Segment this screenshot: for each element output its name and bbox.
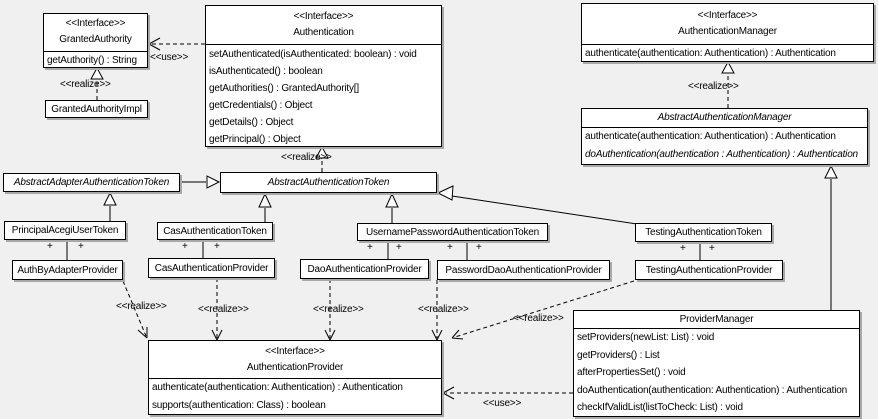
class-abstract-authentication-token[interactable]: AbstractAuthenticationToken (220, 172, 437, 193)
edge-realize-abstractauthenticationmanager (721, 60, 735, 108)
realize-label: <<realize>> (513, 313, 564, 324)
edge-realize-authbyadapterprovider (122, 280, 148, 339)
realize-label: <<realize>> (418, 304, 469, 315)
class-name: AuthByAdapterProvider (17, 264, 118, 276)
method: supports(authentication: Class) : boolea… (152, 400, 326, 411)
plus-mark: + (78, 241, 84, 252)
realize-label: <<realize>> (281, 152, 332, 163)
realize-label: <<realize>> (198, 304, 249, 315)
class-name: AbstractAdapterAuthenticationToken (13, 177, 170, 188)
class-name: TestingAuthenticationProvider (645, 264, 773, 276)
class-authentication-manager[interactable]: <<Interface>> AuthenticationManager auth… (581, 3, 874, 62)
class-name: PasswordDaoAuthenticationProvider (445, 264, 602, 276)
use-label: <<use>> (150, 52, 189, 63)
method: setProviders(newList: List) : void (577, 332, 715, 343)
use-label: <<use>> (483, 398, 522, 409)
class-name: AbstractAuthenticationToken (267, 177, 390, 188)
class-name: GrantedAuthorityImpl (51, 103, 142, 115)
plus-mark: + (182, 241, 188, 252)
class-auth-by-adapter-provider[interactable]: AuthByAdapterProvider (12, 260, 123, 280)
edge-gen-providermanager (824, 164, 838, 310)
method: afterPropertiesSet() : void (577, 367, 686, 379)
plus-mark: + (680, 243, 686, 254)
method: getAuthority() : String (47, 55, 137, 66)
edge-realize-testingprovider (451, 280, 635, 340)
class-name: UsernamePasswordAuthenticationToken (365, 226, 540, 238)
realize-label: <<realize>> (688, 81, 739, 92)
class-name: CasAuthenticationProvider (154, 262, 269, 274)
class-abstract-authentication-manager[interactable]: AbstractAuthenticationManager authentica… (581, 108, 868, 165)
plus-mark: + (396, 242, 402, 253)
method: doAuthentication(authentication : Authen… (585, 149, 858, 160)
edge-realize-passworddaoprovider (431, 280, 443, 341)
class-name: CasAuthenticationToken (163, 225, 267, 237)
class-name: TestingAuthenticationToken (645, 227, 762, 238)
edge-gen-usernamepasswordtoken (385, 192, 399, 223)
plus-mark: + (476, 242, 482, 253)
class-provider-manager[interactable]: ProviderManager setProviders(newList: Li… (573, 310, 860, 417)
plus-mark: + (214, 241, 220, 252)
method: getDetails() : Object (209, 117, 294, 128)
edge-gen-adapter-token (180, 175, 221, 189)
method: checkIfValidList(listToCheck: List) : vo… (577, 402, 743, 414)
method: isAuthenticated() : boolean (209, 66, 323, 77)
edge-use-providermanager (442, 386, 573, 400)
stereotype-label: <<Interface>> (65, 18, 126, 29)
edge-gen-testingauthenticationtoken (436, 185, 638, 225)
class-granted-authority[interactable]: <<Interface>> GrantedAuthority getAuthor… (43, 13, 148, 68)
method: authenticate(authentication: Authenticat… (585, 48, 836, 59)
edge-gen-casauthenticationtoken (258, 192, 272, 222)
edge-use-authentication-grantedauthority (148, 37, 205, 51)
realize-label: <<realize>> (60, 79, 111, 90)
plus-mark: + (47, 241, 53, 252)
plus-mark: + (447, 242, 453, 253)
plus-mark: + (709, 243, 715, 254)
edge-realize-grantedauthorityimpl (90, 66, 104, 100)
class-name: AbstractAuthenticationManager (657, 112, 792, 123)
class-cas-authentication-provider[interactable]: CasAuthenticationProvider (148, 258, 275, 278)
edge-realize-abstractauthenticationtoken (315, 145, 329, 172)
edge-gen-principalacegiusertoken (103, 191, 117, 221)
edge-realize-daoprovider (324, 279, 336, 341)
class-username-password-authentication-token[interactable]: UsernamePasswordAuthenticationToken (357, 223, 548, 241)
stereotype-label: <<Interface>> (697, 10, 758, 21)
class-granted-authority-impl[interactable]: GrantedAuthorityImpl (45, 100, 148, 118)
method: setAuthenticated(isAuthenticated: boolea… (209, 49, 417, 60)
realize-label: <<realize>> (116, 301, 167, 312)
method: getProviders() : List (577, 349, 660, 361)
class-authentication-provider[interactable]: <<Interface>> AuthenticationProvider aut… (148, 340, 442, 415)
class-authentication[interactable]: <<Interface>> Authentication setAuthenti… (205, 5, 442, 147)
method: authenticate(authentication: Authenticat… (585, 131, 836, 142)
class-cas-authentication-token[interactable]: CasAuthenticationToken (157, 222, 273, 240)
class-name: DaoAuthenticationProvider (307, 263, 422, 275)
method: doAuthentication(authentication: Authent… (577, 384, 847, 396)
class-name: ProviderManager (679, 314, 754, 325)
realize-label: <<realize>> (313, 304, 364, 315)
method: authenticate(authentication: Authenticat… (152, 382, 403, 393)
stereotype-label: <<Interface>> (293, 11, 354, 22)
class-testing-authentication-provider[interactable]: TestingAuthenticationProvider (635, 260, 783, 280)
class-name: PrincipalAcegiUserToken (11, 225, 119, 236)
stereotype-label: <<Interface>> (265, 346, 325, 357)
class-dao-authentication-provider[interactable]: DaoAuthenticationProvider (300, 259, 429, 279)
class-principal-acegi-user-token[interactable]: PrincipalAcegiUserToken (4, 221, 126, 240)
plus-mark: + (367, 242, 373, 253)
class-password-dao-authentication-provider[interactable]: PasswordDaoAuthenticationProvider (437, 260, 610, 280)
method: getAuthorities() : GrantedAuthority[] (209, 83, 359, 94)
class-name: Authentication (293, 27, 354, 38)
edge-realize-casprovider (211, 278, 223, 341)
class-name: GrantedAuthority (59, 34, 132, 45)
class-name: AuthenticationProvider (246, 362, 344, 373)
class-name: AuthenticationManager (678, 26, 777, 37)
method: getPrincipal() : Object (209, 134, 301, 145)
class-abstract-adapter-authentication-token[interactable]: AbstractAdapterAuthenticationToken (3, 173, 180, 192)
class-testing-authentication-token[interactable]: TestingAuthenticationToken (635, 223, 772, 242)
method: getCredentials() : Object (209, 100, 313, 111)
